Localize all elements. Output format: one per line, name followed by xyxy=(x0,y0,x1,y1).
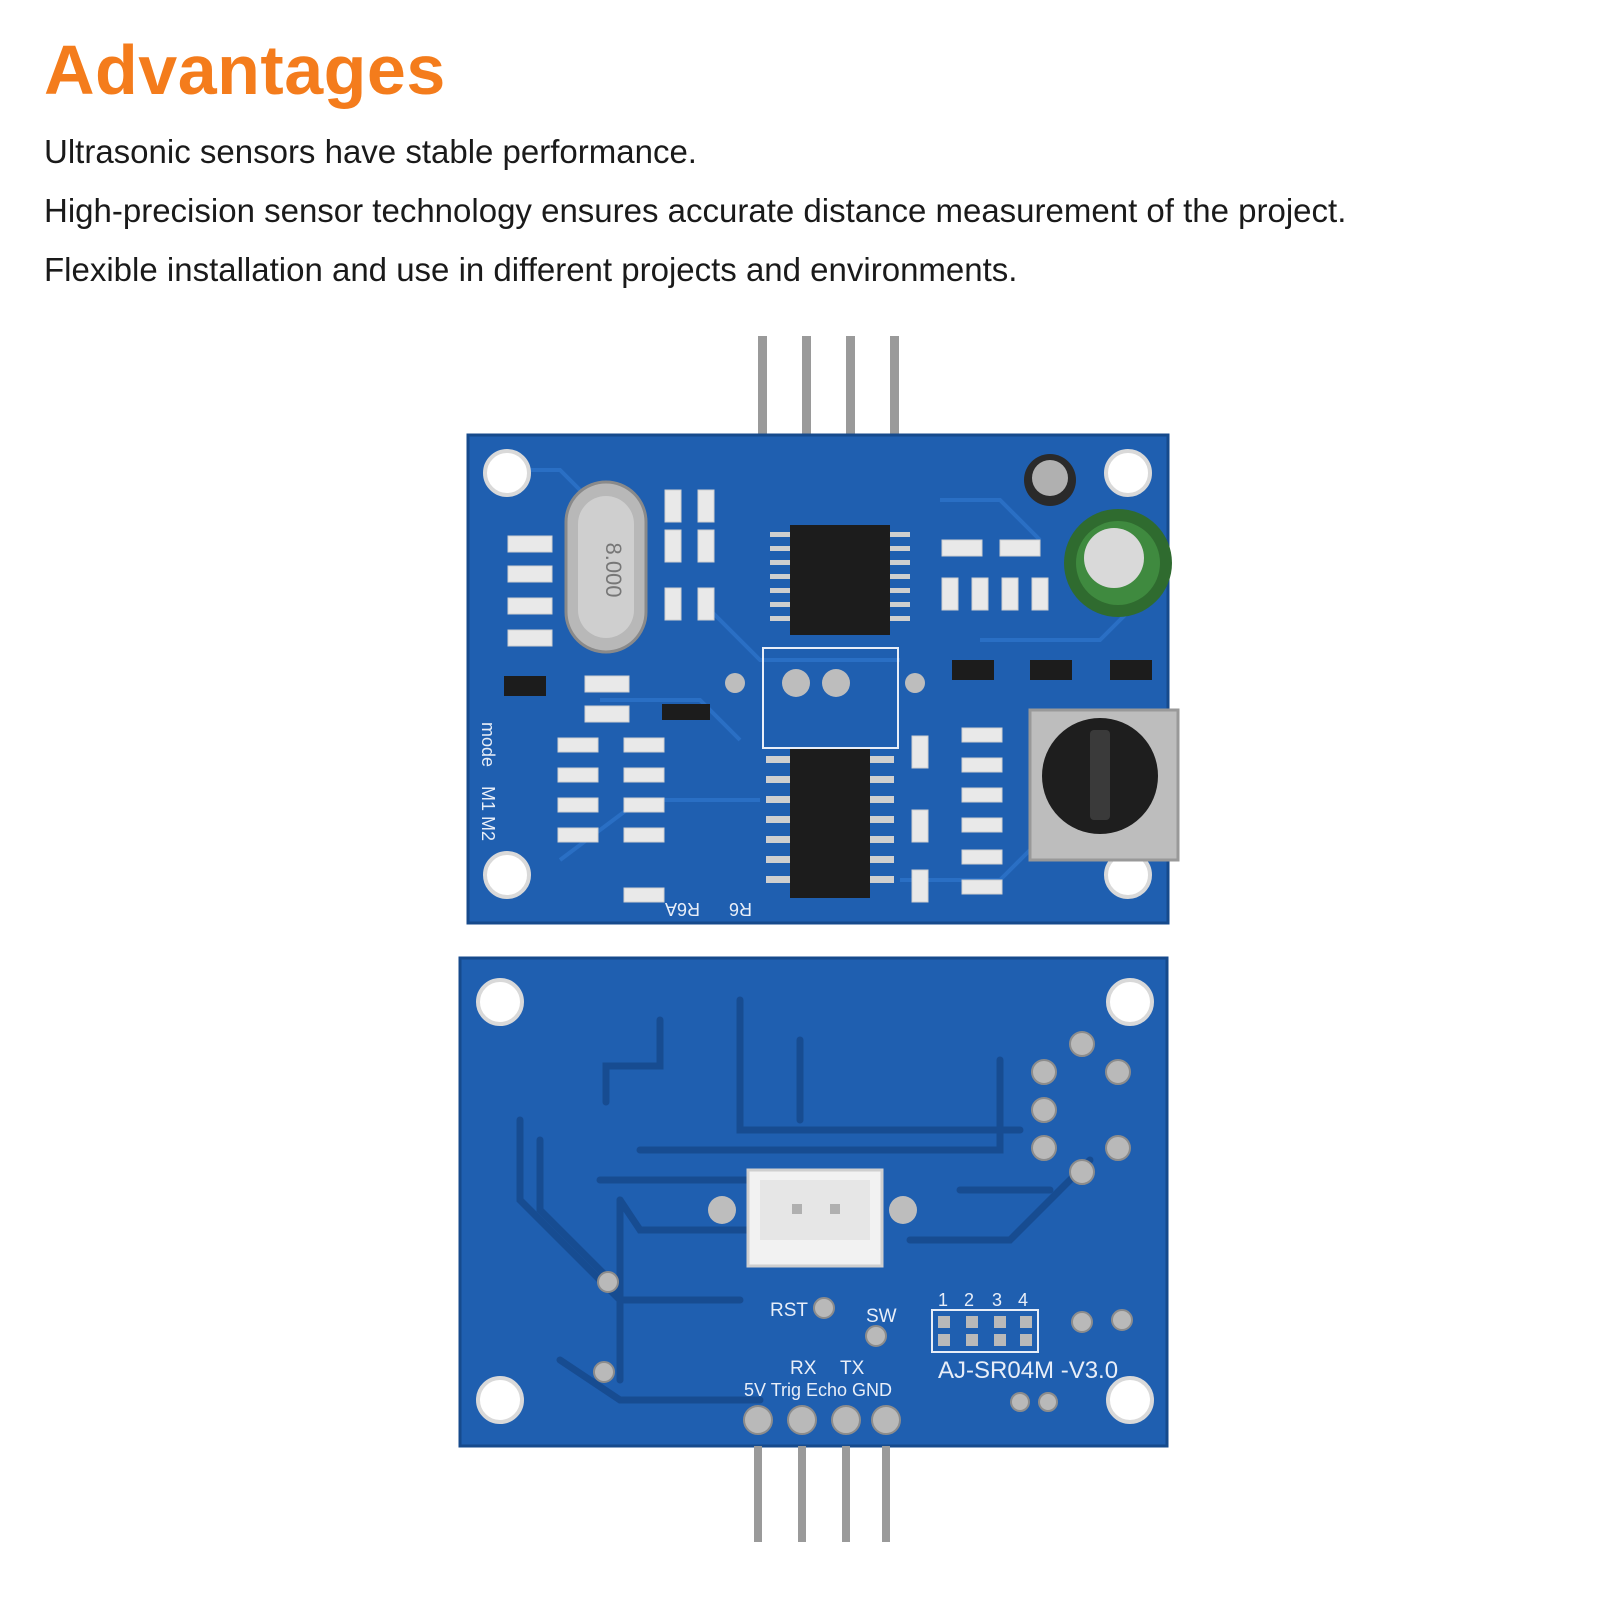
silk-pad-3: 3 xyxy=(992,1290,1002,1310)
silk-pad-4: 4 xyxy=(1018,1290,1028,1310)
advantage-item: Flexible installation and use in differe… xyxy=(44,251,1018,288)
silk-pin-labels: 5V Trig Echo GND xyxy=(744,1380,892,1400)
mount-hole xyxy=(476,1376,524,1424)
header-pins-bottom xyxy=(754,1446,890,1542)
mount-hole xyxy=(1106,978,1154,1026)
silk-m1: M1 xyxy=(478,786,498,811)
mount-hole xyxy=(483,851,531,899)
silk-model: AJ-SR04M -V3.0 xyxy=(938,1357,1118,1384)
silk-rx: RX xyxy=(790,1358,817,1379)
back-board: 1 2 3 4 RST SW RX TX 5V Trig Echo GND AJ… xyxy=(458,956,1169,1542)
ic-chip-top xyxy=(770,525,910,635)
product-photo: 8.000 xyxy=(458,336,1180,1542)
silk-m2: M2 xyxy=(478,816,498,841)
jst-connector xyxy=(746,1168,884,1268)
silk-mode: mode xyxy=(478,722,498,767)
mount-hole xyxy=(1106,1376,1154,1424)
silk-sw: SW xyxy=(866,1306,897,1327)
potentiometer xyxy=(1028,708,1180,862)
advantage-item: High-precision sensor technology ensures… xyxy=(44,192,1347,229)
page-title: Advantages xyxy=(44,31,446,109)
crystal-oscillator: 8.000 xyxy=(564,480,648,654)
silk-r6a: R6A xyxy=(665,899,700,919)
silk-pad-2: 2 xyxy=(964,1290,974,1310)
advantage-list: Ultrasonic sensors have stable performan… xyxy=(44,122,1346,299)
silk-pad-1: 1 xyxy=(938,1290,948,1310)
mount-hole xyxy=(1104,449,1152,497)
ic-chip-bottom xyxy=(766,748,894,898)
mount-hole xyxy=(483,449,531,497)
crystal-label: 8.000 xyxy=(601,542,626,597)
capacitor-small xyxy=(1024,454,1076,506)
silk-r6: R6 xyxy=(729,899,752,919)
mount-hole xyxy=(476,978,524,1026)
capacitor-large xyxy=(1064,509,1172,617)
front-board: 8.000 xyxy=(466,336,1180,925)
silk-rst: RST xyxy=(770,1300,808,1321)
silk-tx: TX xyxy=(840,1358,865,1379)
advantage-item: Ultrasonic sensors have stable performan… xyxy=(44,133,697,170)
